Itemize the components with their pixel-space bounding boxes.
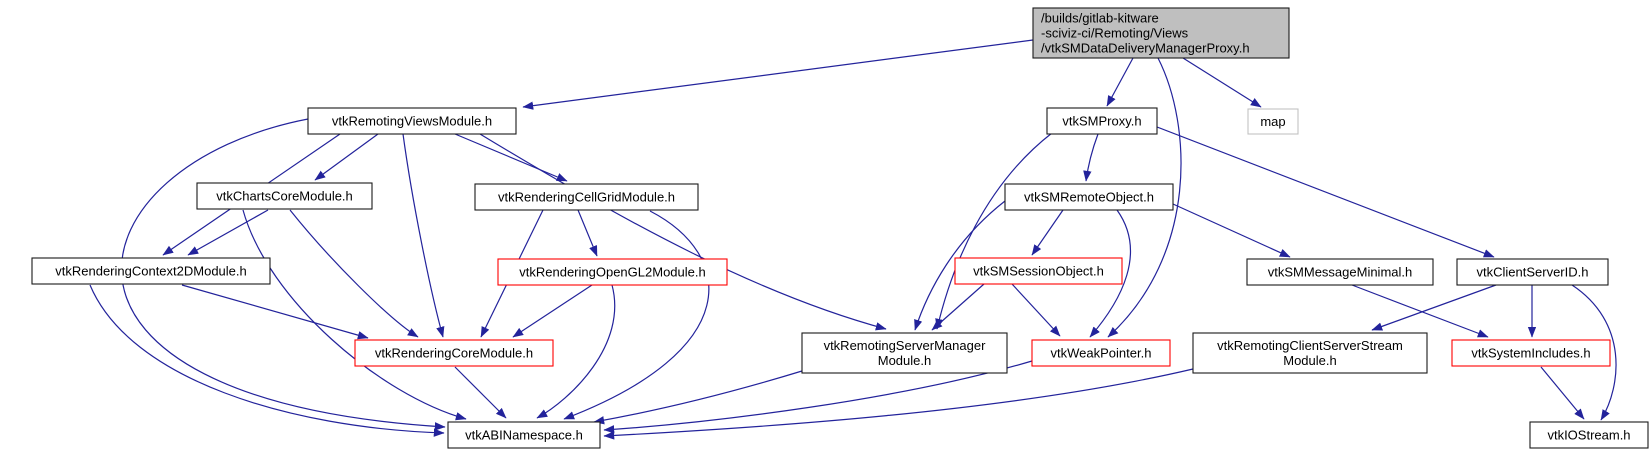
node-label-main: /builds/gitlab-kitware-sciviz-ci/Remotin…: [1041, 11, 1250, 56]
node-box-io-stream: [1529, 421, 1649, 449]
node-label-rendering-core: vtkRenderingCoreModule.h: [375, 346, 533, 361]
edge-charts-core-to-rendering-core: [289, 209, 419, 338]
node-sm-session-object[interactable]: vtkSMSessionObject.h: [954, 257, 1123, 285]
node-box-system-includes: [1451, 339, 1611, 367]
node-main: /builds/gitlab-kitware-sciviz-ci/Remotin…: [1032, 7, 1290, 59]
edge-sm-proxy-to-sm-remote-object: [1083, 133, 1099, 182]
node-label-abi-namespace: vtkABINamespace.h: [465, 428, 583, 443]
node-label-sm-message-minimal: vtkSMMessageMinimal.h: [1268, 265, 1413, 280]
node-label-io-stream: vtkIOStream.h: [1547, 428, 1630, 443]
node-box-main: [1032, 7, 1290, 59]
node-box-context2d: [31, 257, 271, 285]
node-label-opengl2: vtkRenderingOpenGL2Module.h: [519, 265, 705, 280]
edge-rendering-core-to-abi-namespace: [454, 366, 507, 419]
edge-charts-core-to-context2d: [187, 209, 269, 256]
edge-main-to-sm-proxy: [1106, 57, 1134, 107]
edge-sm-message-minimal-to-system-includes: [1351, 284, 1489, 338]
node-box-rendering-core: [354, 339, 554, 367]
node-label-remoting-views: vtkRemotingViewsModule.h: [332, 114, 492, 129]
node-abi-namespace[interactable]: vtkABINamespace.h: [447, 421, 601, 449]
node-box-remoting-views: [307, 107, 517, 135]
node-weak-pointer[interactable]: vtkWeakPointer.h: [1031, 339, 1171, 367]
edge-opengl2-to-abi-namespace: [536, 284, 616, 419]
node-box-opengl2: [497, 258, 728, 286]
edge-cell-grid-to-abi-namespace: [563, 210, 710, 420]
node-box-client-server-id: [1456, 258, 1609, 286]
node-box-sm-proxy: [1046, 107, 1158, 135]
node-sm-remote-object[interactable]: vtkSMRemoteObject.h: [1004, 183, 1174, 211]
node-box-weak-pointer: [1031, 339, 1171, 367]
edge-remoting-views-to-rendering-core: [402, 133, 445, 338]
edge-remoting-views-to-server-manager-module: [479, 133, 887, 331]
node-label-map: map: [1260, 114, 1285, 129]
node-box-client-server-stream-module: [1192, 332, 1428, 374]
edge-remoting-views-to-charts-core: [314, 133, 379, 181]
node-box-map: [1247, 108, 1299, 135]
edge-sm-remote-object-to-sm-message-minimal: [1172, 203, 1291, 258]
node-box-cell-grid: [474, 183, 699, 211]
edge-sm-remote-object-to-weak-pointer: [1089, 209, 1132, 338]
edge-client-server-stream-module-to-abi-namespace: [603, 368, 1194, 440]
edge-client-server-id-to-client-server-stream-module: [1371, 284, 1497, 331]
edge-server-manager-module-to-abi-namespace: [593, 370, 803, 425]
node-system-includes[interactable]: vtkSystemIncludes.h: [1451, 339, 1611, 367]
edge-sm-session-object-to-server-manager-module: [931, 283, 985, 331]
node-label-sm-session-object: vtkSMSessionObject.h: [973, 264, 1104, 279]
node-box-abi-namespace: [447, 421, 601, 449]
node-rendering-core[interactable]: vtkRenderingCoreModule.h: [354, 339, 554, 367]
edge-opengl2-to-rendering-core: [512, 284, 593, 338]
edge-sm-proxy-to-server-manager-module: [935, 132, 1053, 330]
edge-main-to-remoting-views: [522, 39, 1034, 110]
edge-weak-pointer-to-abi-namespace: [603, 360, 1033, 434]
node-label-system-includes: vtkSystemIncludes.h: [1471, 346, 1590, 361]
edge-main-to-map: [1182, 57, 1262, 108]
node-box-charts-core: [196, 182, 373, 210]
edge-main-to-weak-pointer: [1107, 57, 1182, 338]
edge-sm-session-object-to-weak-pointer: [1011, 283, 1061, 337]
edge-sm-remote-object-to-sm-session-object: [1031, 209, 1064, 256]
edge-system-includes-to-io-stream: [1540, 366, 1585, 420]
node-cell-grid[interactable]: vtkRenderingCellGridModule.h: [474, 183, 699, 211]
edge-context2d-to-rendering-core: [181, 284, 369, 340]
edge-sm-remote-object-to-server-manager-module: [914, 200, 1006, 331]
node-label-client-server-id: vtkClientServerID.h: [1477, 265, 1589, 280]
node-opengl2[interactable]: vtkRenderingOpenGL2Module.h: [497, 258, 728, 286]
edge-client-server-id-to-io-stream: [1571, 284, 1617, 421]
edge-remoting-views-to-cell-grid: [454, 133, 568, 182]
node-label-weak-pointer: vtkWeakPointer.h: [1051, 346, 1152, 361]
node-client-server-id[interactable]: vtkClientServerID.h: [1456, 258, 1609, 286]
node-label-context2d: vtkRenderingContext2DModule.h: [55, 264, 247, 279]
node-label-cell-grid: vtkRenderingCellGridModule.h: [498, 190, 675, 205]
node-box-sm-session-object: [954, 257, 1123, 285]
edge-cell-grid-to-opengl2: [577, 209, 598, 257]
node-box-sm-message-minimal: [1246, 258, 1434, 286]
node-label-charts-core: vtkChartsCoreModule.h: [216, 189, 353, 204]
node-sm-proxy[interactable]: vtkSMProxy.h: [1046, 107, 1158, 135]
edge-charts-core-to-abi-namespace: [242, 209, 467, 421]
node-context2d[interactable]: vtkRenderingContext2DModule.h: [31, 257, 271, 285]
node-map: map: [1247, 108, 1299, 135]
edge-context2d-to-abi-namespace: [89, 284, 445, 437]
node-label-sm-remote-object: vtkSMRemoteObject.h: [1024, 190, 1154, 205]
node-charts-core[interactable]: vtkChartsCoreModule.h: [196, 182, 373, 210]
node-remoting-views[interactable]: vtkRemotingViewsModule.h: [307, 107, 517, 135]
node-io-stream[interactable]: vtkIOStream.h: [1529, 421, 1649, 449]
node-box-server-manager-module: [801, 332, 1008, 374]
node-sm-message-minimal[interactable]: vtkSMMessageMinimal.h: [1246, 258, 1434, 286]
node-box-sm-remote-object: [1004, 183, 1174, 211]
node-label-sm-proxy: vtkSMProxy.h: [1062, 114, 1141, 129]
edge-sm-proxy-to-client-server-id: [1156, 126, 1495, 258]
